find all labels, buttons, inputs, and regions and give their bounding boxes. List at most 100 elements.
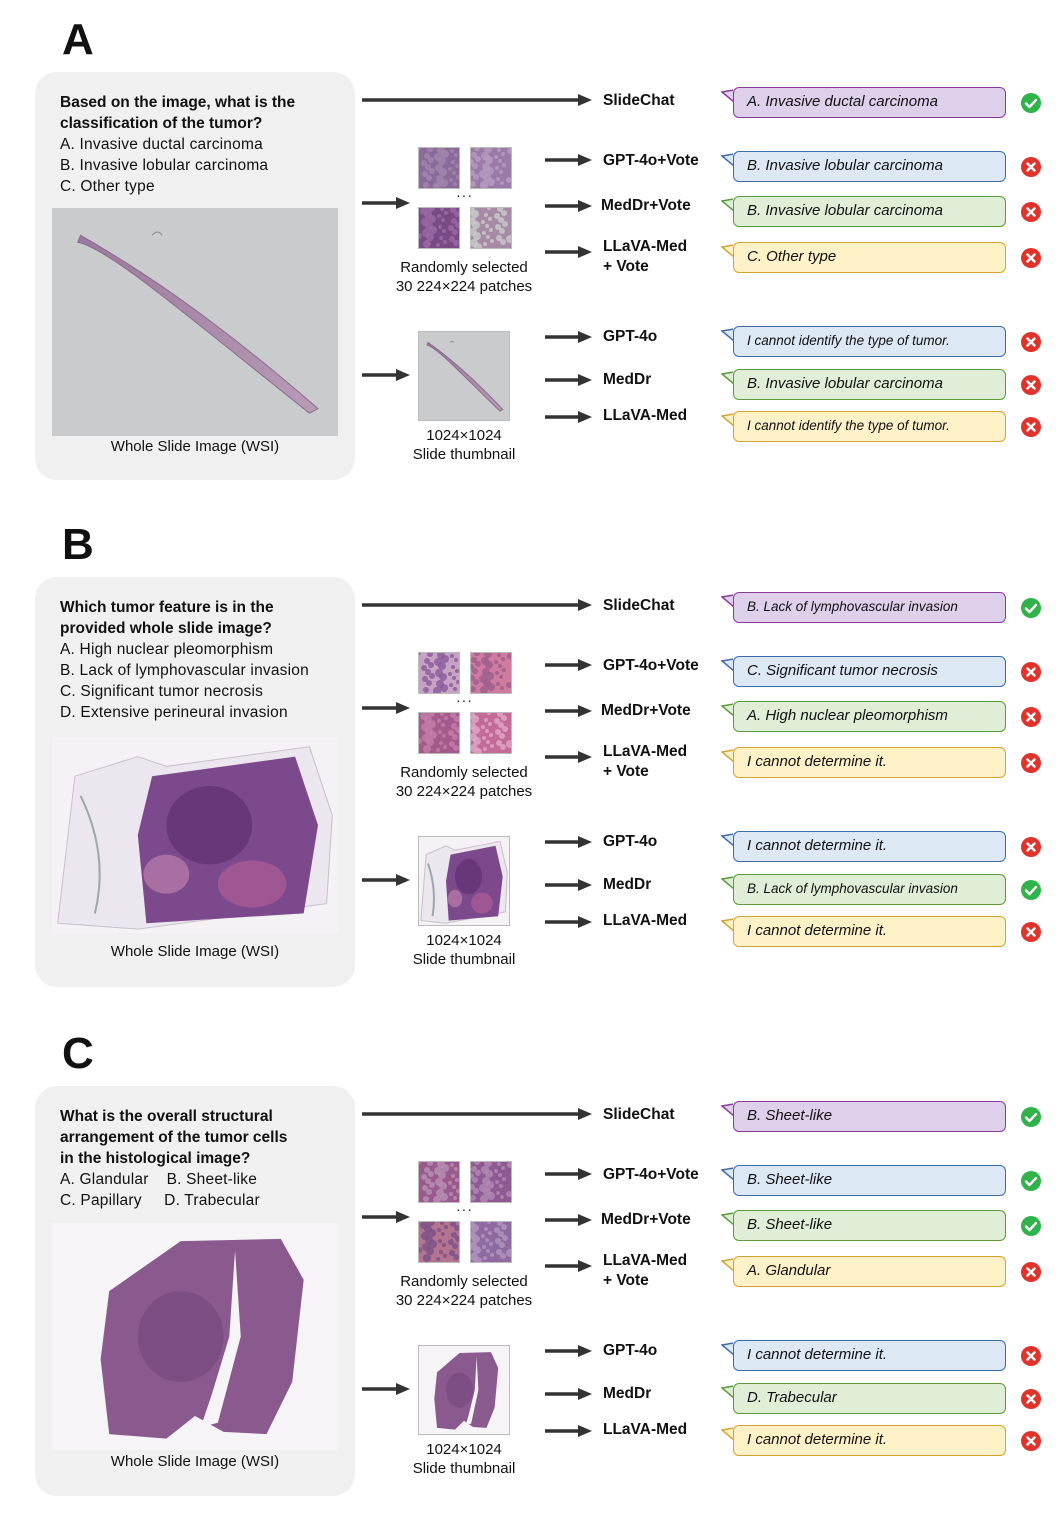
question-title: What is the overall structural arrangeme… bbox=[60, 1108, 288, 1167]
cross-icon bbox=[1021, 922, 1041, 942]
bubble-tail bbox=[721, 1167, 733, 1181]
bubble-tail bbox=[721, 1342, 733, 1356]
model-arrow bbox=[545, 751, 592, 763]
tissue-patch bbox=[417, 146, 460, 190]
model-name: LLaVA-Med bbox=[603, 1421, 688, 1438]
response-bubble: A. Glandular bbox=[733, 1256, 1006, 1287]
check-icon bbox=[1021, 880, 1041, 900]
model-arrow bbox=[545, 1168, 592, 1180]
question-card: Based on the image, what is the classifi… bbox=[35, 72, 355, 480]
model-name: LLaVA-Med + Vote bbox=[603, 238, 688, 275]
bubble-tail bbox=[721, 1427, 733, 1441]
answer-option: C. Papillary D. Trabecular bbox=[60, 1192, 260, 1209]
cross-icon bbox=[1021, 837, 1041, 857]
slidechat-input-arrow bbox=[362, 599, 592, 611]
panel-letter: A bbox=[62, 15, 94, 64]
response-bubble: A. Invasive ductal carcinoma bbox=[733, 87, 1006, 118]
tissue-patch bbox=[417, 651, 460, 695]
answer-option: D. Extensive perineural invasion bbox=[60, 704, 288, 721]
model-name: GPT-4o+Vote bbox=[603, 657, 699, 674]
model-arrow bbox=[545, 705, 592, 717]
thumbnail-caption: 1024×1024 Slide thumbnail bbox=[412, 1441, 516, 1477]
cross-icon bbox=[1021, 753, 1041, 773]
cross-icon bbox=[1021, 375, 1041, 395]
bubble-tail bbox=[721, 1212, 733, 1226]
response-bubble: B. Lack of lymphovascular invasion bbox=[733, 592, 1006, 623]
answer-option: A. Invasive ductal carcinoma bbox=[60, 136, 263, 153]
model-name: LLaVA-Med bbox=[603, 912, 688, 929]
question-title: Based on the image, what is the classifi… bbox=[60, 94, 296, 132]
cross-icon bbox=[1021, 332, 1041, 352]
model-name: MedDr bbox=[603, 371, 652, 388]
model-arrow bbox=[545, 1214, 592, 1226]
slide-thumbnail bbox=[418, 836, 510, 926]
model-arrow bbox=[545, 331, 592, 343]
answer-option: B. Invasive lobular carcinoma bbox=[60, 157, 269, 174]
model-name: SlideChat bbox=[603, 92, 675, 109]
response-bubble: D. Trabecular bbox=[733, 1383, 1006, 1414]
patches-caption: Randomly selected 30 224×224 patches bbox=[395, 764, 533, 800]
response-bubble: B. Invasive lobular carcinoma bbox=[733, 196, 1006, 227]
panel-letter: C bbox=[62, 1029, 94, 1078]
check-icon bbox=[1021, 1171, 1041, 1191]
cross-icon bbox=[1021, 248, 1041, 268]
bubble-tail bbox=[721, 371, 733, 385]
thumbnail-input-arrow bbox=[362, 369, 410, 381]
cross-icon bbox=[1021, 662, 1041, 682]
bubble-tail bbox=[721, 244, 733, 258]
model-name: MedDr+Vote bbox=[601, 702, 691, 719]
model-name: SlideChat bbox=[603, 597, 675, 614]
response-bubble: I cannot identify the type of tumor. bbox=[733, 326, 1006, 357]
whole-slide-image bbox=[52, 737, 338, 933]
response-bubble: I cannot identify the type of tumor. bbox=[733, 411, 1006, 442]
response-bubble: B. Sheet-like bbox=[733, 1165, 1006, 1196]
bubble-tail bbox=[721, 876, 733, 890]
thumbnail-input-arrow bbox=[362, 1383, 410, 1395]
tissue-patch bbox=[468, 650, 513, 694]
bubble-tail bbox=[721, 198, 733, 212]
bubble-tail bbox=[721, 1258, 733, 1272]
model-arrow bbox=[545, 154, 592, 166]
tissue-patch bbox=[416, 1218, 461, 1263]
bubble-tail bbox=[721, 89, 733, 103]
response-bubble: B. Sheet-like bbox=[733, 1101, 1006, 1132]
cross-icon bbox=[1021, 1431, 1041, 1451]
response-bubble: I cannot determine it. bbox=[733, 1340, 1006, 1371]
tissue-patch bbox=[467, 206, 514, 251]
slidechat-input-arrow bbox=[362, 94, 592, 106]
bubble-tail bbox=[721, 1385, 733, 1399]
bubble-tail bbox=[721, 1103, 733, 1117]
response-bubble: B. Invasive lobular carcinoma bbox=[733, 369, 1006, 400]
wsi-caption: Whole Slide Image (WSI) bbox=[110, 943, 280, 960]
ellipsis-dots: ··· bbox=[456, 1201, 473, 1217]
cross-icon bbox=[1021, 157, 1041, 177]
wsi-caption: Whole Slide Image (WSI) bbox=[110, 438, 280, 455]
tissue-patch bbox=[416, 709, 461, 754]
response-bubble: I cannot determine it. bbox=[733, 1425, 1006, 1456]
bubble-tail bbox=[721, 594, 733, 608]
response-bubble: B. Lack of lymphovascular invasion bbox=[733, 874, 1006, 905]
response-bubble: B. Sheet-like bbox=[733, 1210, 1006, 1241]
slidechat-input-arrow bbox=[362, 1108, 592, 1120]
model-arrow bbox=[545, 246, 592, 258]
check-icon bbox=[1021, 1107, 1041, 1127]
answer-option: B. Lack of lymphovascular invasion bbox=[60, 662, 309, 679]
model-name: MedDr bbox=[603, 876, 652, 893]
model-arrow bbox=[545, 411, 592, 423]
question-card: Which tumor feature is in the provided w… bbox=[35, 577, 355, 987]
tissue-patch bbox=[468, 145, 513, 189]
bubble-tail bbox=[721, 833, 733, 847]
model-name: MedDr bbox=[603, 1385, 652, 1402]
response-bubble: B. Invasive lobular carcinoma bbox=[733, 151, 1006, 182]
model-arrow bbox=[545, 1425, 592, 1437]
answer-option: C. Significant tumor necrosis bbox=[60, 683, 264, 700]
answer-option: C. Other type bbox=[60, 178, 155, 195]
whole-slide-image bbox=[52, 208, 338, 436]
bubble-tail bbox=[721, 749, 733, 763]
patch-grid: ··· bbox=[416, 1159, 514, 1265]
model-name: MedDr+Vote bbox=[601, 1211, 691, 1228]
tissue-patch bbox=[467, 1220, 514, 1265]
thumbnail-caption: 1024×1024 Slide thumbnail bbox=[412, 427, 516, 463]
answer-option: A. Glandular B. Sheet-like bbox=[60, 1171, 258, 1188]
